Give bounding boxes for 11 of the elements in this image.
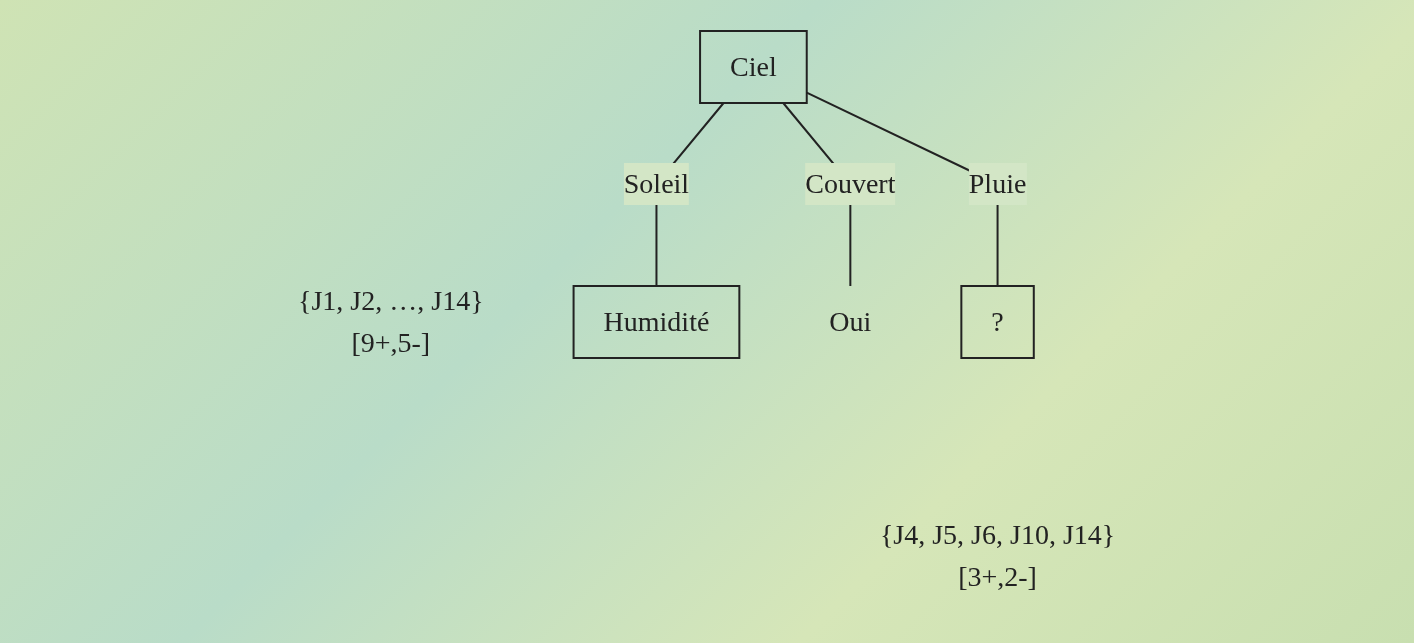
edge-label: Couvert: [805, 167, 896, 199]
node-box: ?: [960, 284, 1036, 359]
node-label: [9+,5-]: [351, 326, 431, 358]
node-label: {J1, J2, …, J14}: [298, 284, 484, 316]
node-box: Ciel: [699, 29, 809, 104]
node-label: [3+,2-]: [958, 560, 1038, 592]
node-text: Oui: [829, 305, 872, 337]
edge-label: Pluie: [969, 167, 1027, 199]
edge-label: Soleil: [624, 167, 690, 199]
node-box: Humidité: [572, 284, 741, 359]
node-label: {J4, J5, J6, J10, J14}: [880, 518, 1116, 550]
